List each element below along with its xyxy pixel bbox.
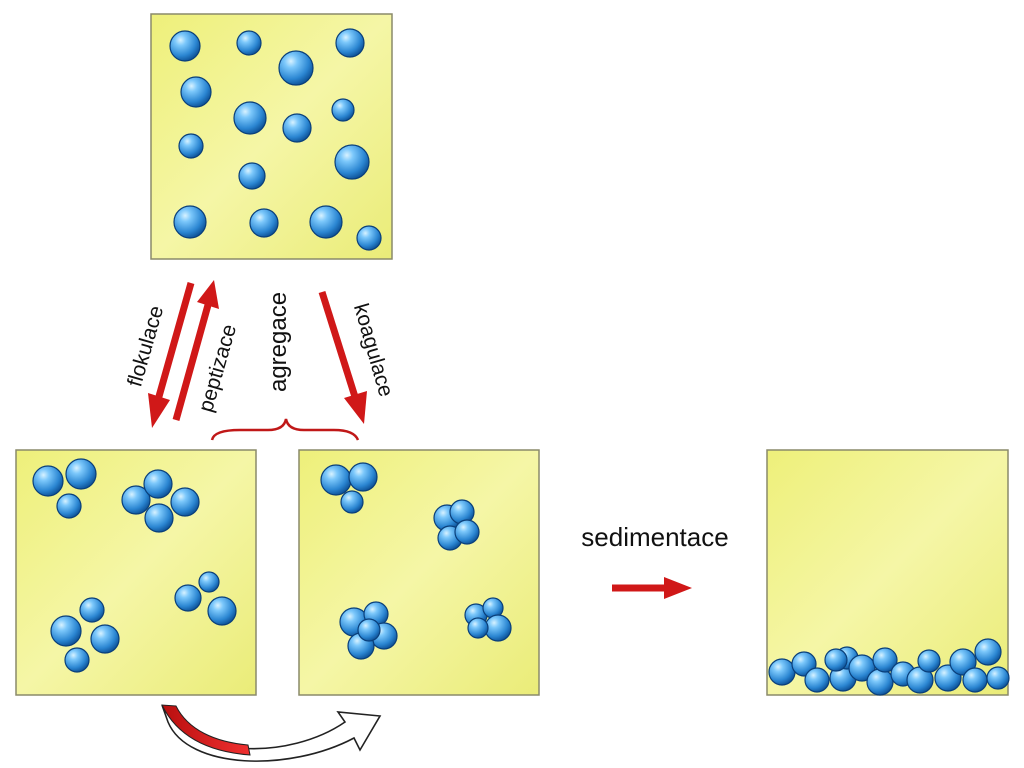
particle — [180, 76, 212, 108]
particle — [79, 597, 105, 623]
particle — [804, 667, 830, 693]
particle — [824, 648, 848, 672]
particle — [949, 648, 977, 676]
panel-dispersed — [150, 13, 393, 260]
particle — [986, 666, 1010, 690]
particle — [962, 667, 988, 693]
particle — [64, 647, 90, 673]
particle — [198, 571, 220, 593]
particle — [238, 162, 266, 190]
particle — [170, 487, 200, 517]
particle — [207, 596, 237, 626]
coagulation-label: koagulace — [349, 301, 398, 399]
particle — [233, 101, 267, 135]
panel-flocculated — [15, 449, 257, 696]
sedimentation-label: sedimentace — [581, 522, 728, 552]
particle — [334, 144, 370, 180]
particle — [174, 584, 202, 612]
particle — [320, 464, 352, 496]
particle — [872, 647, 898, 673]
sedimented-particles — [768, 638, 1010, 696]
particle — [282, 113, 312, 143]
particle — [866, 668, 894, 696]
particle — [454, 519, 480, 545]
particle — [90, 624, 120, 654]
particle — [348, 462, 378, 492]
particle — [56, 493, 82, 519]
coagulation-arrow — [318, 290, 367, 424]
particle — [357, 618, 381, 642]
aggregation-brace — [210, 418, 360, 441]
panel-coagulated — [298, 449, 540, 696]
particle — [309, 205, 343, 239]
particle — [278, 50, 314, 86]
dispersed-particles — [169, 28, 382, 251]
coagulated-particles — [320, 462, 512, 660]
particle — [178, 133, 204, 159]
particle — [848, 654, 876, 682]
particle — [32, 465, 64, 497]
particle — [484, 614, 512, 642]
particle — [144, 503, 174, 533]
particle — [50, 615, 82, 647]
particle — [121, 485, 151, 515]
particle — [335, 28, 365, 58]
curved-transition-arrow-icon — [161, 704, 382, 762]
particle — [236, 30, 262, 56]
particle — [65, 458, 97, 490]
particle — [467, 617, 489, 639]
particle — [917, 649, 941, 673]
particle — [356, 225, 382, 251]
particle — [143, 469, 173, 499]
peptization-arrow — [172, 280, 219, 421]
particle — [768, 658, 796, 686]
particle — [173, 205, 207, 239]
particle — [340, 490, 364, 514]
flocculated-particles — [32, 458, 237, 673]
particle — [331, 98, 355, 122]
aggregation-label: agregace — [265, 292, 292, 392]
particle — [249, 208, 279, 238]
panel-sedimented — [766, 449, 1010, 696]
flocculation-arrow — [148, 282, 195, 428]
sedimentation-arrow — [612, 577, 692, 599]
particle — [169, 30, 201, 62]
particle — [974, 638, 1002, 666]
